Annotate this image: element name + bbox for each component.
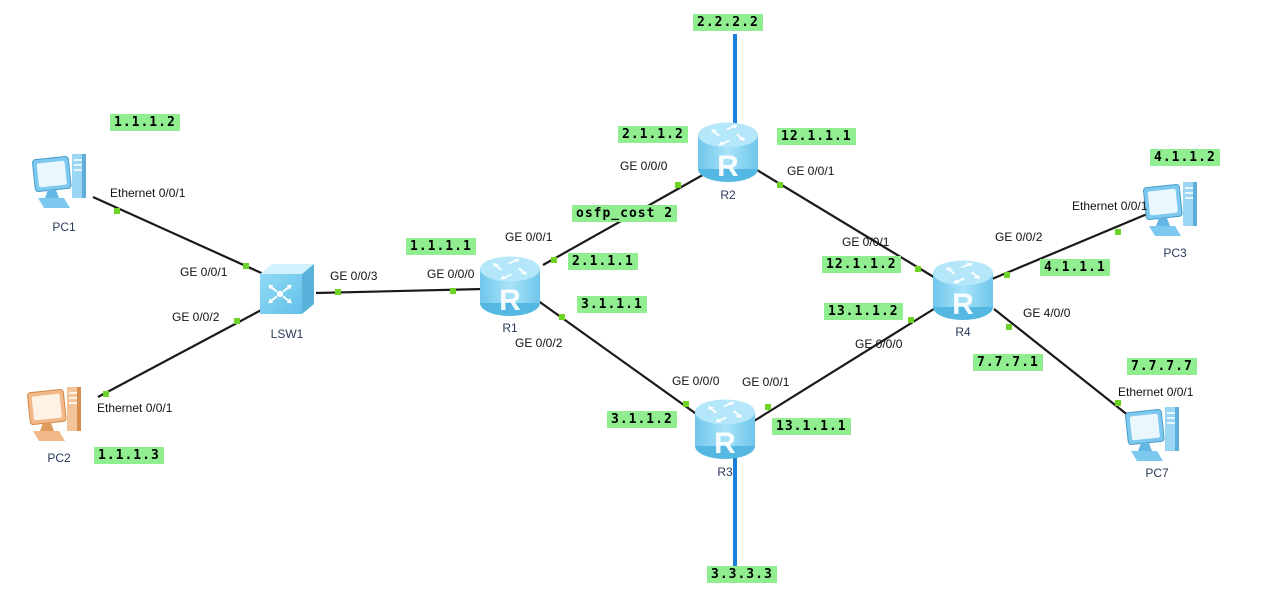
device-r4[interactable]: R	[931, 259, 995, 327]
device-name-pc7: PC7	[1145, 466, 1169, 480]
ip-label-r4-ge000[interactable]: 13.1.1.2	[824, 303, 903, 320]
ip-label-r1-ge002[interactable]: 3.1.1.1	[577, 296, 647, 313]
switch-icon	[260, 264, 314, 314]
port-label-pc7-eth001: Ethernet 0/0/1	[1118, 385, 1194, 399]
device-lsw1[interactable]	[256, 262, 318, 321]
link-r2-r4[interactable]	[756, 169, 938, 280]
svg-text:R: R	[717, 150, 739, 183]
router-icon: R	[698, 121, 758, 183]
link-pc1-lsw1[interactable]	[92, 195, 269, 278]
port-label-r4-ge001: GE 0/0/1	[842, 235, 890, 249]
device-name-pc2: PC2	[47, 451, 71, 465]
device-r3[interactable]: R	[693, 398, 757, 466]
device-pc1[interactable]	[30, 148, 98, 223]
router-icon: R	[695, 398, 755, 460]
device-name-r2: R2	[720, 188, 736, 202]
pc-icon	[1125, 407, 1179, 461]
ip-label-r4-ge002[interactable]: 4.1.1.1	[1040, 259, 1110, 276]
ip-label-pc1[interactable]: 1.1.1.2	[110, 114, 180, 131]
connector-dots	[103, 182, 1121, 410]
ip-label-r3-ge000[interactable]: 3.1.1.2	[607, 411, 677, 428]
port-label-r1-ge000: GE 0/0/0	[427, 267, 475, 281]
device-name-lsw1: LSW1	[270, 327, 304, 341]
ip-label-r1-ge001[interactable]: 2.1.1.1	[568, 253, 638, 270]
ip-label-r3-ge001[interactable]: 13.1.1.1	[772, 418, 851, 435]
device-r1[interactable]: R	[478, 255, 542, 323]
ip-label-pc7[interactable]: 7.7.7.7	[1127, 358, 1197, 375]
device-name-pc3: PC3	[1163, 246, 1187, 260]
svg-text:R: R	[952, 288, 974, 321]
ip-label-pc3[interactable]: 4.1.1.2	[1150, 149, 1220, 166]
link-r3-r4[interactable]	[753, 306, 938, 422]
ip-label-r3-loopback[interactable]: 3.3.3.3	[707, 566, 777, 583]
svg-text:R: R	[714, 427, 736, 460]
port-label-lsw1-ge001: GE 0/0/1	[180, 265, 228, 279]
port-label-r4-ge400: GE 4/0/0	[1023, 306, 1071, 320]
device-pc3[interactable]	[1141, 176, 1209, 251]
ip-label-r2-ge000[interactable]: 2.1.1.2	[618, 126, 688, 143]
ip-label-pc2[interactable]: 1.1.1.3	[94, 447, 164, 464]
pc-icon	[1143, 182, 1197, 236]
port-label-r4-ge002: GE 0/0/2	[995, 230, 1043, 244]
port-label-r3-ge000: GE 0/0/0	[672, 374, 720, 388]
port-label-r2-ge000: GE 0/0/0	[620, 159, 668, 173]
link-lsw1-r1[interactable]	[315, 287, 484, 295]
port-label-lsw1-ge002: GE 0/0/2	[172, 310, 220, 324]
pc-icon	[32, 154, 86, 208]
port-label-r1-ge001: GE 0/0/1	[505, 230, 553, 244]
device-name-r3: R3	[717, 465, 733, 479]
port-label-lsw1-ge003: GE 0/0/3	[330, 269, 378, 283]
ip-label-r4-ge400[interactable]: 7.7.7.1	[973, 354, 1043, 371]
device-name-r1: R1	[502, 321, 518, 335]
link-r4-pc3[interactable]	[991, 210, 1153, 281]
link-r4-pc7[interactable]	[993, 308, 1135, 421]
ip-label-r1-ge000[interactable]: 1.1.1.1	[406, 238, 476, 255]
device-name-r4: R4	[955, 325, 971, 339]
svg-text:R: R	[499, 284, 521, 317]
annotation-ospf-cost[interactable]: osfp_cost 2	[572, 205, 678, 222]
device-pc7[interactable]	[1123, 401, 1191, 476]
port-label-pc3-eth001: Ethernet 0/0/1	[1072, 199, 1148, 213]
ip-label-r4-ge001[interactable]: 12.1.1.2	[822, 256, 901, 273]
device-pc2[interactable]	[25, 381, 93, 456]
ip-label-r2-ge001[interactable]: 12.1.1.1	[777, 128, 856, 145]
port-label-r3-ge001: GE 0/0/1	[742, 375, 790, 389]
port-label-r2-ge001: GE 0/0/1	[787, 164, 835, 178]
pc-icon	[27, 387, 81, 441]
port-label-r1-ge002: GE 0/0/2	[515, 336, 563, 350]
router-icon: R	[480, 255, 540, 317]
port-label-r4-ge000: GE 0/0/0	[855, 337, 903, 351]
port-label-pc1-eth001: Ethernet 0/0/1	[110, 186, 186, 200]
device-r2[interactable]: R	[696, 121, 760, 189]
ip-label-r2-loopback[interactable]: 2.2.2.2	[693, 14, 763, 31]
router-icon: R	[933, 259, 993, 321]
device-name-pc1: PC1	[52, 220, 76, 234]
port-label-pc2-eth001: Ethernet 0/0/1	[97, 401, 173, 415]
